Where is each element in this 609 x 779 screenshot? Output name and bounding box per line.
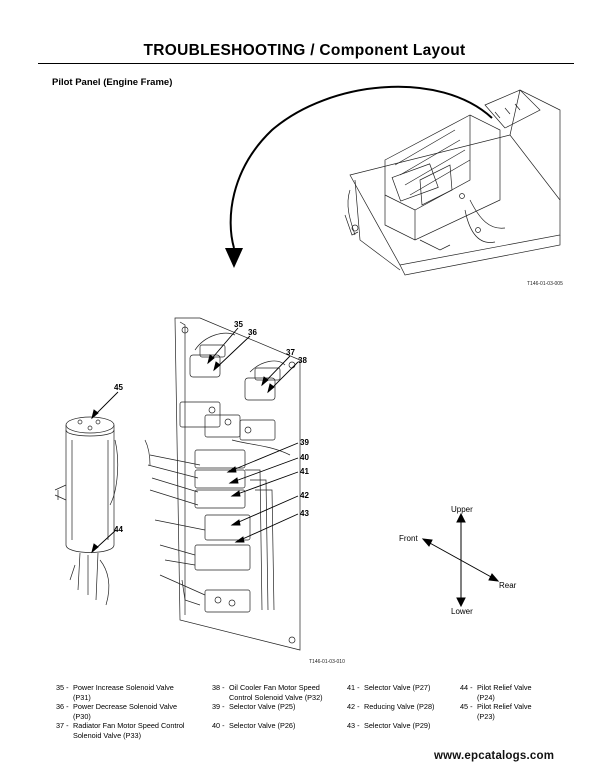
legend-item: 38 -Oil Cooler Fan Motor Speed Control S…: [212, 683, 323, 702]
legend-item: 39 -Selector Valve (P25): [212, 702, 296, 711]
direction-front: Front: [399, 534, 418, 543]
direction-rear: Rear: [499, 581, 517, 590]
engine-frame-illustration: [344, 89, 561, 276]
legend-item: 43 -Selector Valve (P29): [347, 721, 431, 730]
legend-item: 35 -Power Increase Solenoid Valve (P31): [56, 683, 174, 702]
callout-35: 35: [234, 320, 243, 329]
figure-code-bottom: T146-01-03-010: [309, 659, 345, 665]
figure-code-top: T146-01-03-005: [527, 281, 563, 287]
callout-39: 39: [300, 438, 309, 447]
callout-leaders: [91, 327, 299, 554]
pointer-arrow-head: [225, 248, 243, 268]
direction-indicator: [421, 512, 500, 608]
direction-lower: Lower: [451, 607, 473, 616]
callout-41: 41: [300, 467, 309, 476]
title-rule: [38, 63, 574, 64]
pointer-arrow: [229, 85, 493, 249]
legend-item: 36 -Power Decrease Solenoid Valve (P30): [56, 702, 178, 721]
callout-45: 45: [114, 383, 123, 392]
callout-43: 43: [300, 509, 309, 518]
parts-legend: 35 -Power Increase Solenoid Valve (P31) …: [56, 683, 556, 751]
legend-item: 44 -Pilot Relief Valve (P24): [460, 683, 532, 702]
watermark-link[interactable]: www.epcatalogs.com: [434, 750, 555, 762]
section-subtitle: Pilot Panel (Engine Frame): [52, 77, 173, 88]
callout-42: 42: [300, 491, 309, 500]
page-title: TROUBLESHOOTING / Component Layout: [143, 42, 466, 59]
relief-valve-illustration: [54, 416, 119, 606]
legend-item: 37 -Radiator Fan Motor Speed Control Sol…: [56, 721, 185, 740]
direction-upper: Upper: [451, 505, 473, 514]
legend-item: 40 -Selector Valve (P26): [212, 721, 296, 730]
callout-40: 40: [300, 453, 309, 462]
legend-item: 45 -Pilot Relief Valve (P23): [460, 702, 532, 721]
legend-item: 41 -Selector Valve (P27): [347, 683, 431, 692]
pilot-panel-illustration: [144, 317, 301, 651]
callout-36: 36: [248, 328, 257, 337]
legend-item: 42 -Reducing Valve (P28): [347, 702, 435, 711]
callout-44: 44: [114, 525, 123, 534]
callout-38: 38: [298, 356, 307, 365]
callout-37: 37: [286, 348, 295, 357]
